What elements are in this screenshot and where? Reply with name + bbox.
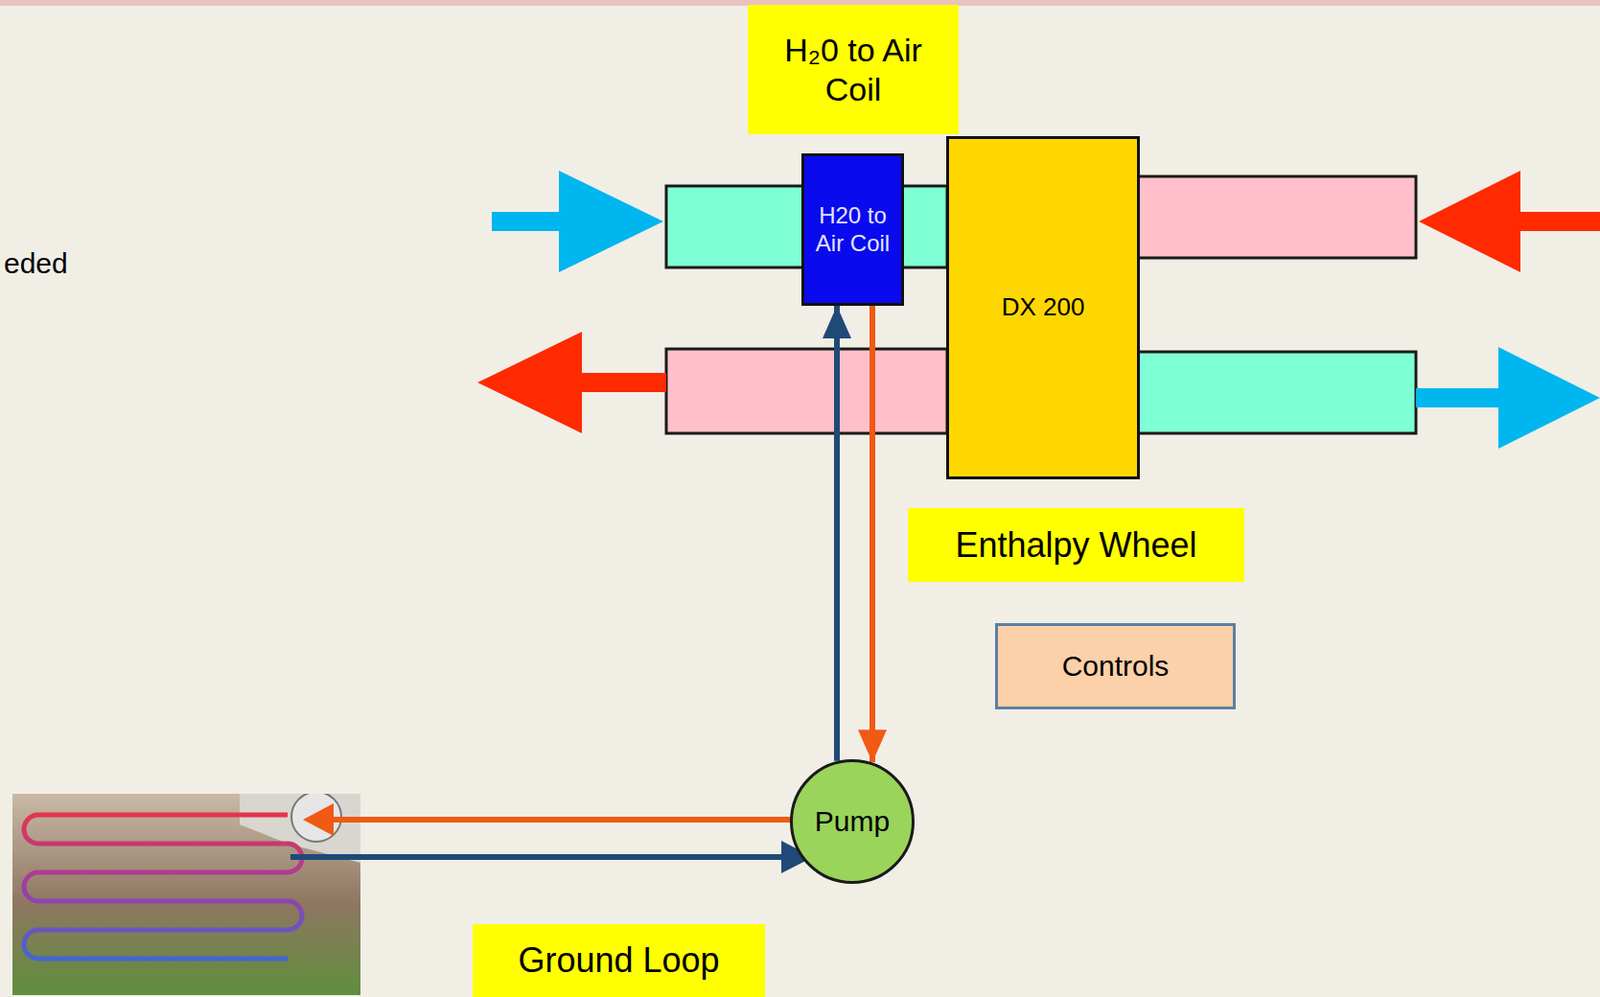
ground-pipe (23, 814, 302, 959)
warm-air-arrow (477, 331, 667, 434)
node-text: Enthalpy Wheel (954, 524, 1197, 566)
node-text: Controls (1062, 649, 1170, 684)
node-text: Pump (814, 804, 890, 839)
return-pipe (330, 816, 800, 823)
cool-air-arrow (491, 170, 664, 273)
exhaust-air-duct (666, 348, 948, 434)
node-text: Ground Loop (517, 939, 719, 981)
node-text: H₂0 to Air Coil (781, 30, 926, 110)
callout-label: Enthalpy Wheel (907, 508, 1245, 582)
callout-label: Ground Loop (472, 924, 766, 997)
pipe-connector (834, 305, 840, 762)
supply-air-duct (1137, 351, 1416, 434)
cool-air-arrow (1415, 347, 1600, 449)
pipe-arrowhead (302, 803, 334, 836)
callout-label: H₂0 to Air Coil (747, 4, 959, 135)
unit-box: DX 200 (946, 136, 1140, 480)
slide-text-fragment: eded (3, 247, 69, 280)
warm-air-arrow (1418, 170, 1600, 273)
pump-circle: Pump (789, 759, 915, 884)
return-air-duct (1137, 176, 1416, 258)
pipe-connector (869, 305, 876, 763)
node-text: H20 to Air Coil (811, 202, 894, 258)
controls-box: Controls (995, 623, 1236, 710)
coil-box: H20 to Air Coil (801, 153, 905, 306)
node-text: DX 200 (1001, 292, 1086, 323)
ground-loop-illustration (12, 793, 361, 996)
supply-pipe (290, 854, 785, 860)
